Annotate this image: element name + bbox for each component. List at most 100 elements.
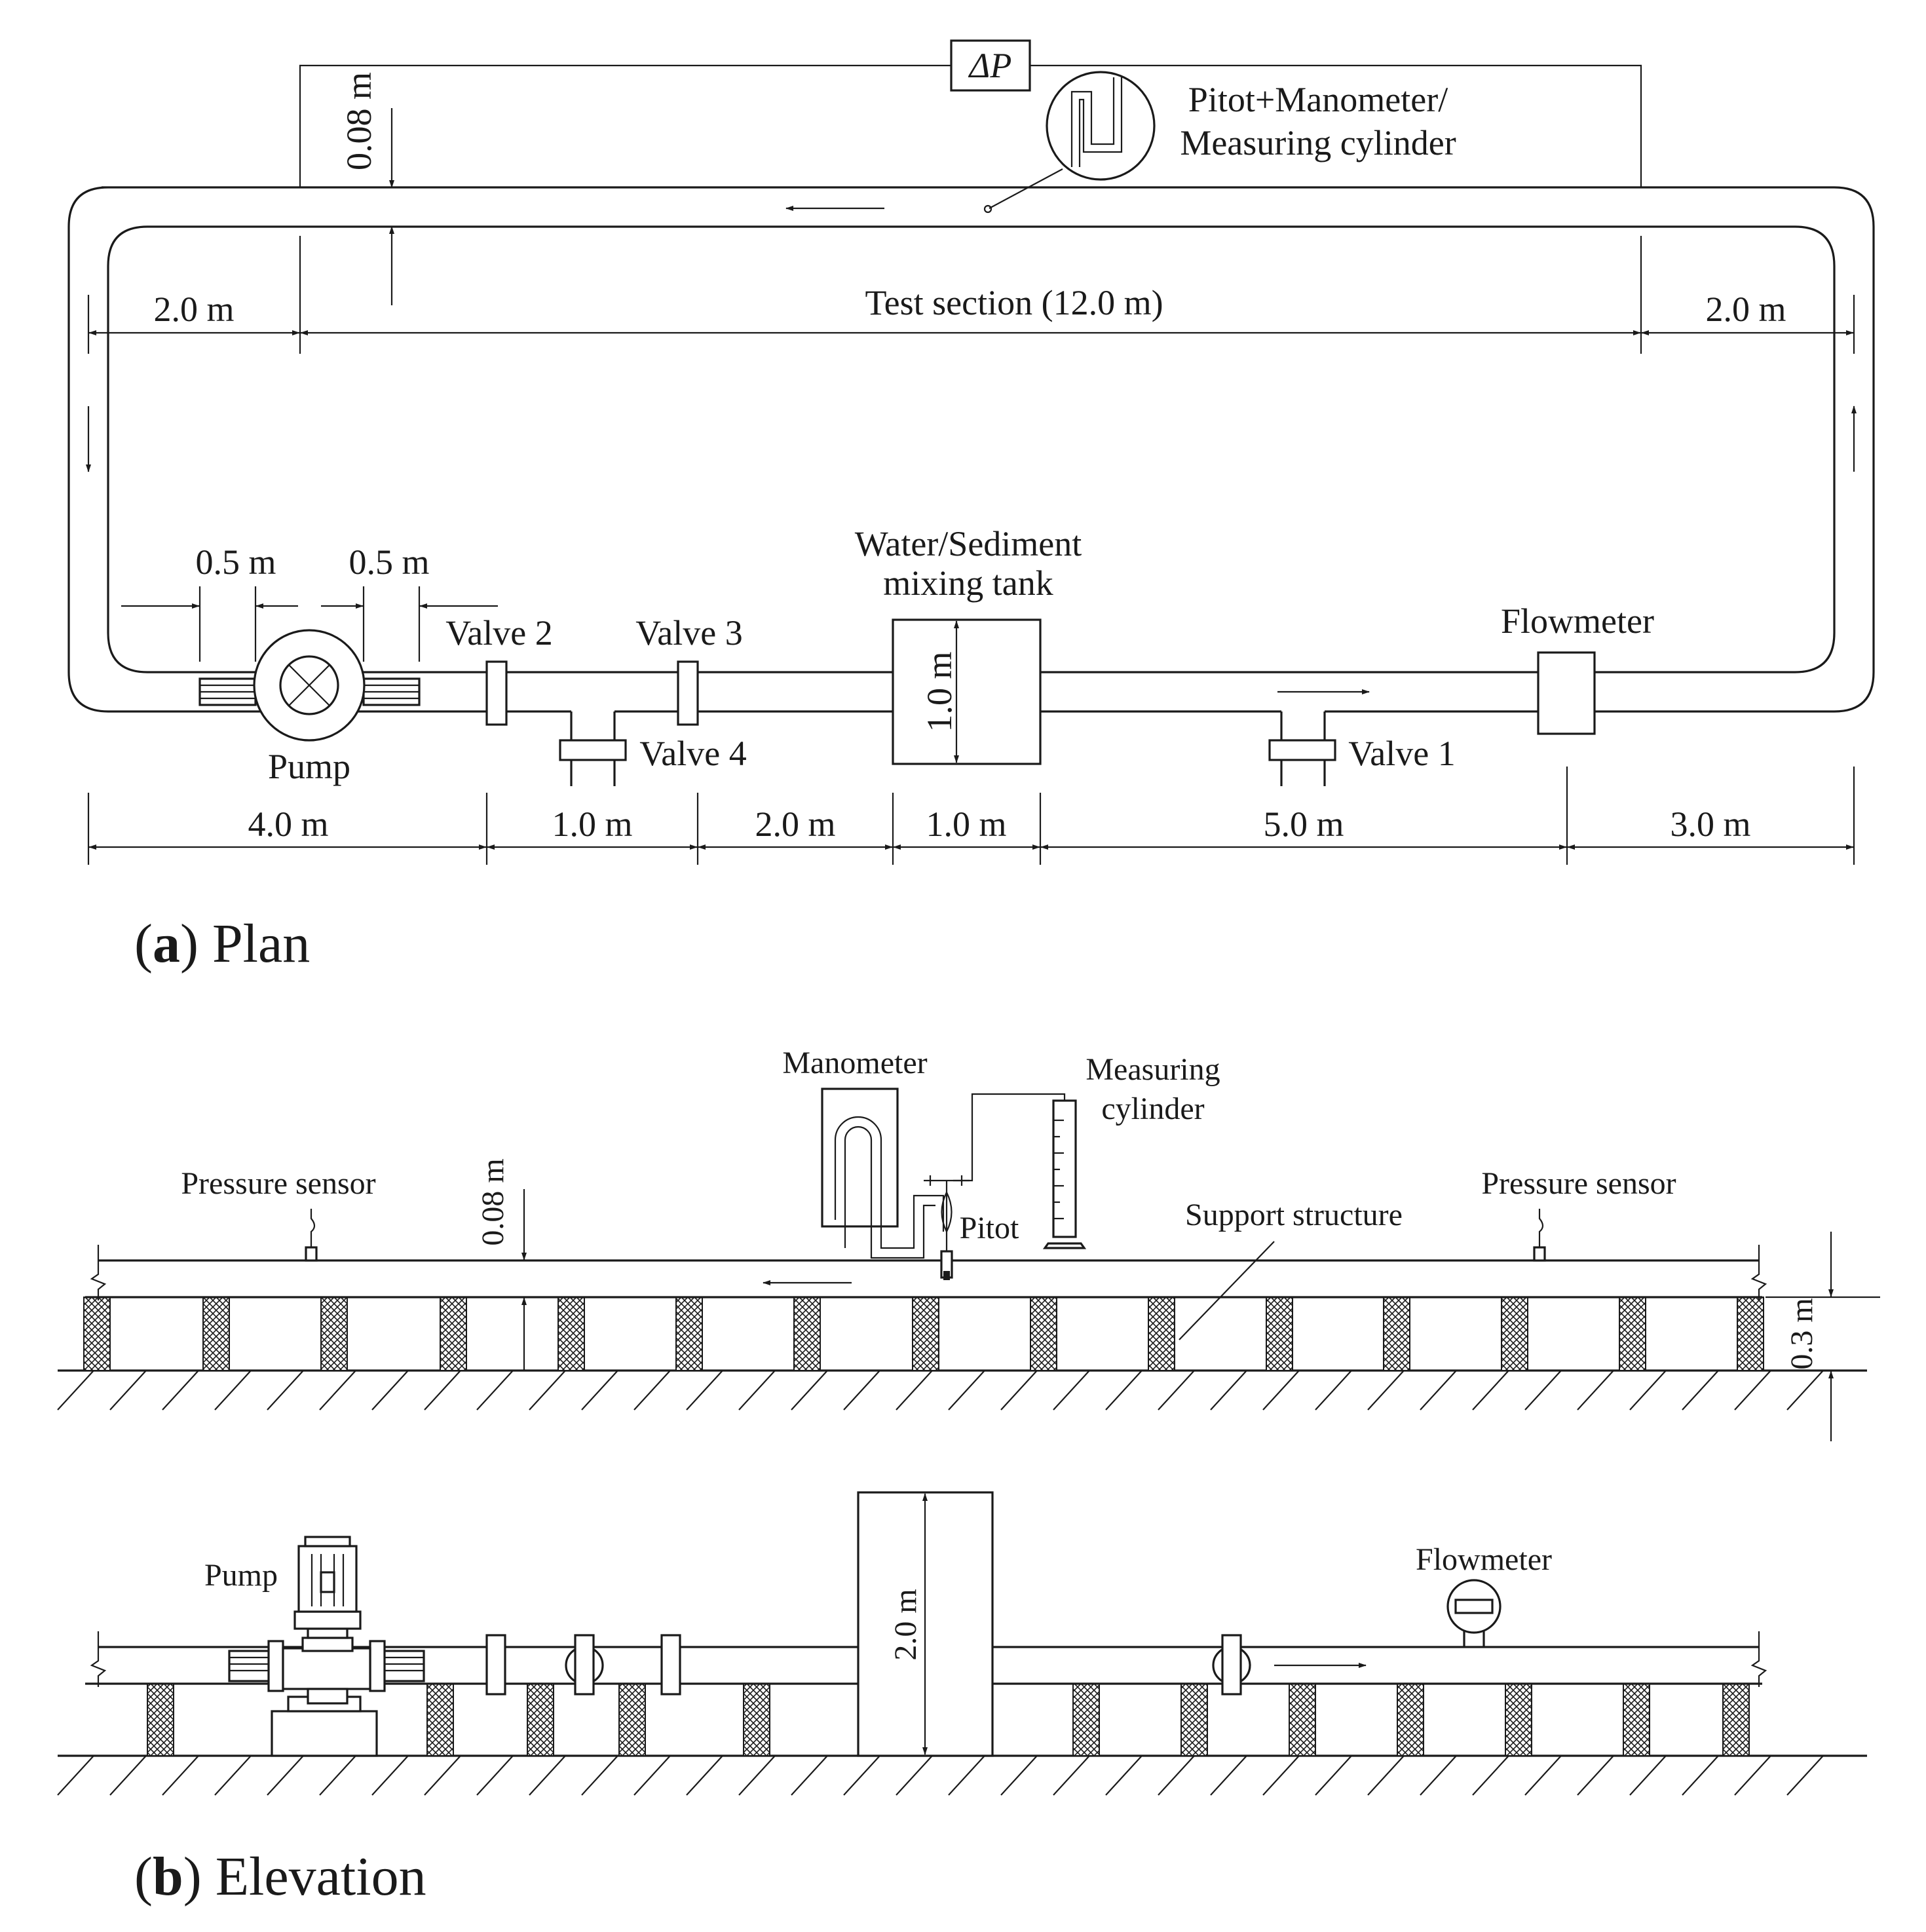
ground-hatch-line xyxy=(476,1370,514,1411)
ground-hatch-line xyxy=(1158,1370,1195,1411)
pump-plan xyxy=(198,629,421,742)
ground-hatch-line xyxy=(896,1755,933,1796)
ground-hatch-line xyxy=(1420,1370,1457,1411)
support-column xyxy=(743,1683,770,1756)
tank-label-2: mixing tank xyxy=(883,563,1053,603)
manometer-u-tube xyxy=(834,1116,945,1259)
valve-1-plan xyxy=(1268,708,1336,786)
ground-hatch-line xyxy=(1682,1370,1719,1411)
ground-hatch-line xyxy=(1629,1370,1667,1411)
ground-hatch-line xyxy=(529,1755,566,1796)
break-right-upper xyxy=(1750,1245,1767,1300)
ground-hatch-line xyxy=(1053,1755,1090,1796)
valve-4-plan xyxy=(559,708,627,786)
ground-hatch-line xyxy=(1420,1755,1457,1796)
pump-elevation xyxy=(228,1536,425,1757)
ground-hatch-line xyxy=(791,1370,828,1411)
support-column xyxy=(912,1297,939,1371)
support-column xyxy=(147,1683,174,1756)
ground-hatch-line xyxy=(162,1755,199,1796)
support-column xyxy=(1180,1683,1208,1756)
ground-hatch-line xyxy=(371,1755,409,1796)
elev-diameter-label: 0.08 m xyxy=(476,1158,510,1245)
ground-hatch-line xyxy=(1315,1370,1352,1411)
delta-p-line xyxy=(299,64,951,187)
support-column xyxy=(1397,1683,1424,1756)
ground-hatch-line xyxy=(1367,1755,1405,1796)
ground-hatch-line xyxy=(1105,1755,1142,1796)
ground-hatch-line xyxy=(214,1370,252,1411)
half-dim-label-1: 0.5 m xyxy=(195,542,276,582)
support-column xyxy=(320,1297,348,1371)
break-left-upper xyxy=(90,1245,107,1300)
half-dim-label-2: 0.5 m xyxy=(349,542,429,582)
support-column xyxy=(440,1297,467,1371)
tank-label-1: Water/Sediment xyxy=(855,524,1082,563)
ground-hatch-line xyxy=(1577,1370,1614,1411)
ground-hatch-line xyxy=(1210,1755,1247,1796)
ground-hatch-line xyxy=(1262,1755,1300,1796)
pitot-label: Pitot xyxy=(960,1211,1019,1245)
ground-hatch-line xyxy=(1786,1370,1824,1411)
support-column xyxy=(1072,1683,1100,1756)
bottom-dim-label: 1.0 m xyxy=(926,805,1006,844)
pitot-elev xyxy=(924,1175,970,1280)
ground-hatch-line xyxy=(1682,1755,1719,1796)
pressure-sensor-left-lead xyxy=(310,1209,316,1247)
ground-hatch-line xyxy=(1053,1370,1090,1411)
ground-hatch-line xyxy=(581,1755,618,1796)
ground-hatch-line xyxy=(529,1370,566,1411)
support-columns-lower xyxy=(147,1683,1750,1756)
ground-hatch-line xyxy=(843,1755,880,1796)
ground-hatch-line xyxy=(476,1755,514,1796)
ground-hatch-line xyxy=(267,1755,304,1796)
ground-hatch-line xyxy=(109,1370,147,1411)
valve-3-label: Valve 3 xyxy=(635,613,742,653)
ground-hatch-line xyxy=(1786,1755,1824,1796)
ground-hatch-line xyxy=(1000,1370,1038,1411)
support-column xyxy=(1737,1297,1764,1371)
support-column xyxy=(1722,1683,1750,1756)
valve-1-elev xyxy=(1212,1634,1251,1695)
ground-hatch-line xyxy=(633,1755,671,1796)
bottom-dim-label: 5.0 m xyxy=(1263,805,1344,844)
ground-hatch-line xyxy=(267,1370,304,1411)
dim-left-label: 2.0 m xyxy=(153,290,234,329)
ground-hatch-line xyxy=(1734,1370,1771,1411)
ground-hatch-line xyxy=(1158,1755,1195,1796)
ground-hatch-line xyxy=(1524,1755,1562,1796)
pressure-sensor-left xyxy=(305,1246,318,1262)
ground-hatch-line xyxy=(1210,1370,1247,1411)
ground-hatch-line xyxy=(686,1755,723,1796)
ground-hatch-line xyxy=(948,1755,985,1796)
ground-hatch-line xyxy=(319,1755,356,1796)
ground-hatch-line xyxy=(214,1755,252,1796)
ground-hatch-line xyxy=(948,1370,985,1411)
ground-hatching-upper xyxy=(57,1370,1824,1411)
delta-p-label: ΔP xyxy=(968,46,1012,85)
pitot-to-cylinder-line xyxy=(953,1093,1066,1182)
pump-label-elev: Pump xyxy=(204,1558,278,1593)
pitot-label-2: Measuring cylinder xyxy=(1180,123,1456,162)
support-column xyxy=(83,1297,111,1371)
flowmeter-label-plan: Flowmeter xyxy=(1501,601,1654,641)
valve-4-label: Valve 4 xyxy=(639,734,746,773)
ground-hatch-line xyxy=(581,1370,618,1411)
measuring-label-2: cylinder xyxy=(1101,1091,1204,1126)
valve-3-elev xyxy=(660,1634,681,1695)
valve-2-label: Valve 2 xyxy=(445,613,552,653)
ground-hatch-line xyxy=(843,1370,880,1411)
caption-b: (b) Elevation xyxy=(134,1846,426,1907)
pitot-point xyxy=(983,204,992,214)
ground-hatch-line xyxy=(791,1755,828,1796)
support-column xyxy=(426,1683,454,1756)
support-column xyxy=(793,1297,821,1371)
ground-hatch-line xyxy=(319,1370,356,1411)
caption-a: (a) Plan xyxy=(134,913,310,974)
bottom-dim-label: 2.0 m xyxy=(755,805,835,844)
ground-hatch-line xyxy=(1367,1370,1405,1411)
measuring-label-1: Measuring xyxy=(1086,1052,1220,1087)
support-column xyxy=(618,1683,646,1756)
